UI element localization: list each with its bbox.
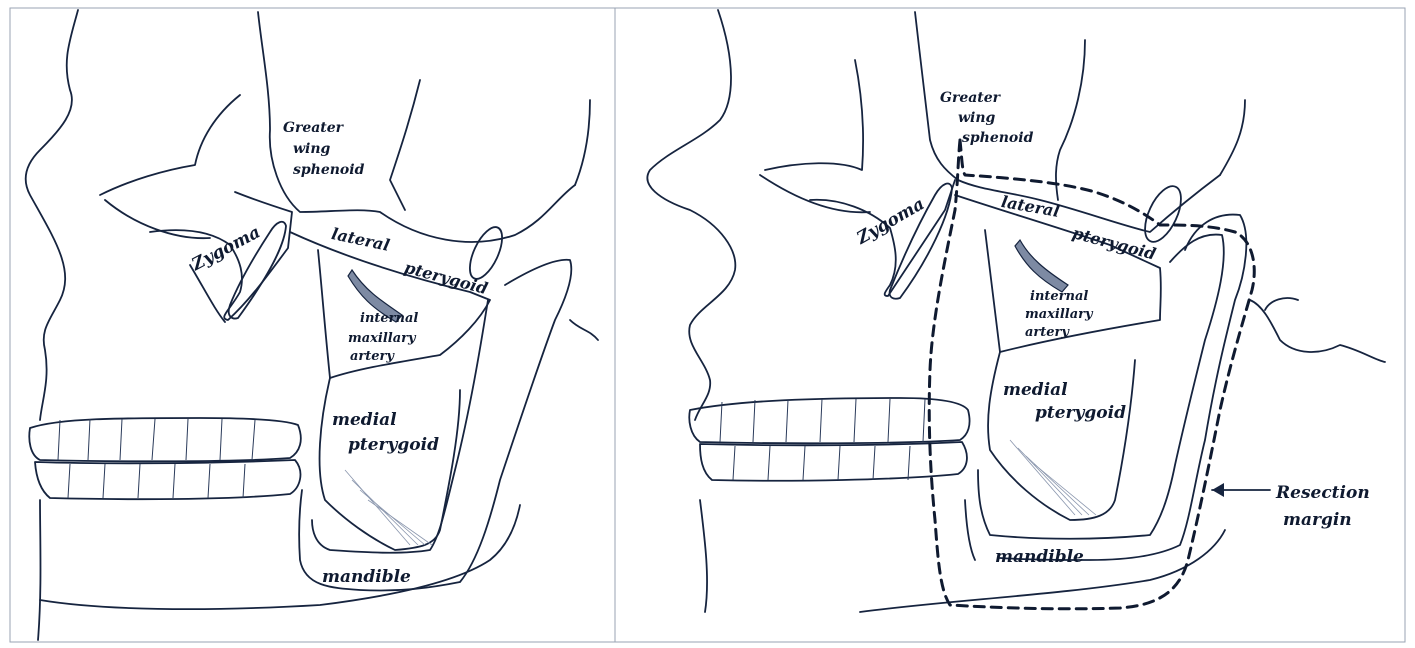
right-label-resection-2: margin	[1283, 510, 1352, 530]
right-mandible-base	[860, 530, 1225, 612]
left-label-greater-3: sphenoid	[293, 162, 365, 178]
left-back-skull	[570, 320, 598, 340]
left-label-greater-2: wing	[293, 141, 331, 157]
right-panel: Greater wing sphenoid Zygoma lateral pte…	[647, 10, 1385, 612]
right-label-greater-2: wing	[958, 110, 996, 126]
right-back-skull	[1250, 300, 1385, 362]
left-orbit	[105, 200, 210, 238]
left-label-medial: medial	[332, 410, 397, 430]
right-upper-teeth	[689, 398, 969, 443]
left-lower-teeth	[35, 460, 300, 499]
right-medial-pterygoid	[988, 352, 1135, 520]
right-face-profile	[647, 10, 735, 612]
left-back-line	[575, 100, 590, 185]
right-chin	[965, 500, 975, 560]
left-upper-teeth	[29, 418, 301, 461]
right-label-internal-2: maxillary	[1025, 307, 1094, 322]
left-label-medial-pterygoid: pterygoid	[348, 435, 439, 455]
left-medial-pterygoid-fibers	[345, 470, 432, 545]
left-mandible-base	[40, 505, 520, 609]
right-label-medial: medial	[1003, 380, 1068, 400]
right-medial-pterygoid-fibers	[1010, 440, 1096, 515]
right-sphenoid-top	[1056, 40, 1085, 200]
right-label-mandible: mandible	[995, 547, 1084, 567]
right-artery-icon	[1015, 240, 1068, 292]
left-panel: Greater wing sphenoid Zygoma lateral pte…	[26, 10, 598, 640]
left-skull-line	[100, 95, 240, 195]
right-arrow-head-icon	[1212, 483, 1224, 497]
right-label-internal-1: internal	[1030, 289, 1088, 304]
right-label-greater-1: Greater	[940, 90, 1002, 106]
right-back-line	[1220, 100, 1245, 175]
left-label-internal-2: maxillary	[348, 331, 417, 346]
right-label-medial-pterygoid: pterygoid	[1035, 403, 1126, 423]
right-label-internal-3: artery	[1025, 325, 1070, 340]
left-label-internal-3: artery	[350, 349, 395, 364]
left-label-greater-1: Greater	[283, 120, 345, 136]
left-label-mandible: mandible	[322, 567, 411, 587]
left-label-lateral: lateral	[330, 224, 392, 255]
right-label-resection-1: Resection	[1275, 483, 1370, 503]
left-face-profile	[26, 10, 78, 640]
left-label-pterygoid: pterygoid	[402, 258, 490, 299]
left-medial-pterygoid	[320, 378, 460, 550]
left-sphenoid-top	[390, 80, 420, 210]
right-label-zygoma: Zygoma	[853, 194, 928, 249]
right-label-lateral: lateral	[1000, 192, 1061, 221]
right-back-skull-2	[1265, 298, 1298, 310]
right-skull-line	[765, 60, 863, 170]
right-lower-teeth	[700, 442, 967, 481]
left-label-zygoma: Zygoma	[188, 222, 264, 275]
left-zygoma-lower	[190, 265, 225, 322]
left-label-internal-1: internal	[360, 311, 418, 326]
figure-frame	[10, 8, 1405, 642]
right-label-greater-3: sphenoid	[962, 130, 1034, 146]
